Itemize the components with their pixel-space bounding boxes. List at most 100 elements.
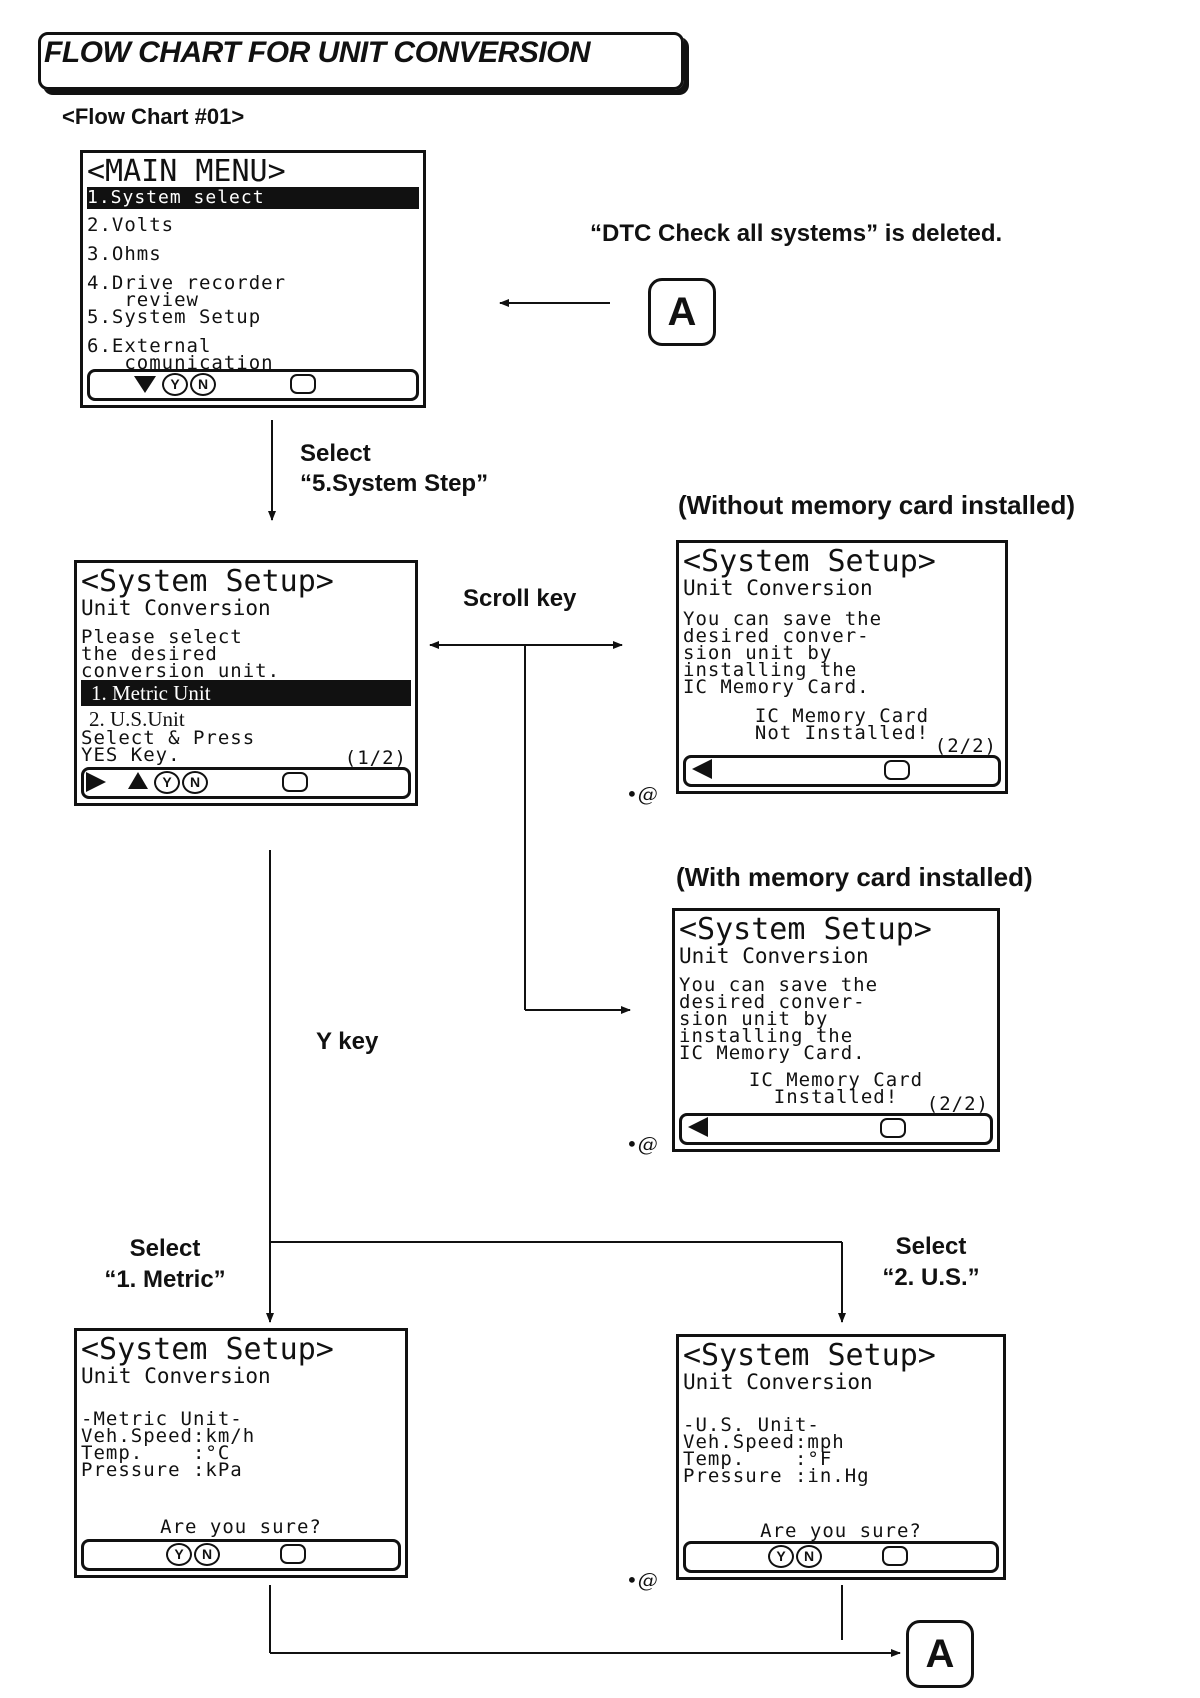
page-indicator: (1/2) — [344, 747, 407, 769]
card-line-5: IC Memory Card. — [679, 1042, 866, 1064]
metric-softkeys: Y N — [81, 1539, 401, 1571]
no-card-line-1: You can save the — [683, 608, 883, 630]
setup-prompt-3: conversion unit. — [81, 660, 281, 682]
card-line-4: installing the — [679, 1025, 854, 1047]
down-arrow-icon[interactable] — [134, 376, 156, 393]
menu-item-system-setup[interactable]: 5.System Setup — [87, 306, 262, 328]
card-subheader: Unit Conversion — [679, 944, 869, 968]
menu-item-volts[interactable]: 2.Volts — [87, 214, 175, 236]
yes-key-icon[interactable]: Y — [768, 1545, 794, 1568]
metric-confirm: Are you sure? — [160, 1516, 322, 1538]
up-arrow-icon[interactable] — [128, 772, 148, 789]
back-key-icon[interactable] — [282, 772, 308, 792]
no-card-line-2: desired conver- — [683, 625, 870, 647]
select-metric-value: “1. Metric” — [104, 1266, 226, 1293]
setup-prompt-1: Please select — [81, 626, 243, 648]
card-page-indicator: (2/2) — [926, 1093, 989, 1115]
no-card-subheader: Unit Conversion — [683, 576, 873, 600]
no-card-line-3: sion unit by — [683, 642, 833, 664]
back-key-icon[interactable] — [280, 1544, 306, 1564]
main-menu-header: <MAIN MENU> — [87, 154, 286, 189]
setup-subheader: Unit Conversion — [81, 596, 271, 620]
metric-temp: Temp. :°C — [81, 1442, 231, 1464]
us-confirm: Are you sure? — [760, 1520, 922, 1542]
us-pressure: Pressure :in.Hg — [683, 1465, 870, 1487]
yes-key-icon[interactable]: Y — [154, 771, 180, 794]
select-us-label: Select — [895, 1233, 967, 1260]
page-title: FLOW CHART FOR UNIT CONVERSION — [44, 36, 591, 69]
connector-a-top: A — [648, 278, 716, 346]
menu-item-drive-recorder-cont: review — [87, 289, 199, 311]
no-card-softkeys — [683, 755, 1001, 787]
left-arrow-icon[interactable] — [692, 759, 712, 779]
back-key-icon[interactable] — [884, 760, 910, 780]
deleted-note: “DTC Check all systems” is deleted. — [590, 220, 1003, 247]
no-card-header: <System Setup> — [683, 544, 936, 579]
no-card-page-indicator: (2/2) — [934, 735, 997, 757]
setup-footer-2: YES Key. — [81, 744, 181, 766]
card-header: <System Setup> — [679, 912, 932, 947]
card-status-2: Installed! — [773, 1086, 899, 1108]
marker-no-card: •@ — [626, 782, 658, 806]
metric-pressure: Pressure :kPa — [81, 1459, 243, 1481]
title-frame — [38, 32, 684, 90]
left-arrow-icon[interactable] — [688, 1117, 708, 1137]
main-menu-screen: <MAIN MENU> 1.System select 2.Volts 3.Oh… — [80, 150, 426, 408]
scroll-key-label: Scroll key — [463, 585, 577, 612]
no-card-status-2: Not Installed! — [754, 722, 930, 744]
no-card-line-5: IC Memory Card. — [683, 676, 870, 698]
select-us-value: “2. U.S.” — [882, 1264, 980, 1291]
card-softkeys — [679, 1113, 993, 1145]
setup-softkeys: Y N — [81, 767, 411, 799]
menu-item-drive-recorder[interactable]: 4.Drive recorder — [87, 272, 287, 294]
menu-item-system-select[interactable]: 1.System select — [87, 187, 419, 209]
us-subheader: Unit Conversion — [683, 1370, 873, 1394]
select-step-label: Select — [300, 440, 371, 467]
right-arrow-icon[interactable] — [86, 772, 106, 792]
card-line-2: desired conver- — [679, 991, 866, 1013]
no-key-icon[interactable]: N — [796, 1545, 822, 1568]
without-card-label: (Without memory card installed) — [678, 490, 1076, 520]
no-key-icon[interactable]: N — [194, 1543, 220, 1566]
select-metric-label: Select — [129, 1235, 201, 1262]
metric-subheader: Unit Conversion — [81, 1364, 271, 1388]
yes-key-icon[interactable]: Y — [162, 373, 188, 396]
setup-prompt-2: the desired — [81, 643, 218, 665]
back-key-icon[interactable] — [880, 1118, 906, 1138]
option-metric-unit[interactable]: 1. Metric Unit — [81, 680, 411, 706]
metric-speed: Veh.Speed:km/h — [81, 1425, 256, 1447]
select-step-value: “5.System Step” — [300, 470, 489, 497]
no-key-icon[interactable]: N — [190, 373, 216, 396]
menu-item-external[interactable]: 6.External — [87, 335, 212, 357]
yes-key-icon[interactable]: Y — [166, 1543, 192, 1566]
back-key-icon[interactable] — [882, 1546, 908, 1566]
setup-header: <System Setup> — [81, 564, 334, 599]
metric-screen: <System Setup> Unit Conversion -Metric U… — [74, 1328, 408, 1578]
main-menu-softkeys: Y N — [87, 369, 419, 401]
option-us-unit[interactable]: 2. U.S.Unit — [89, 707, 185, 731]
connector-a-bottom: A — [906, 1620, 974, 1688]
card-screen: <System Setup> Unit Conversion You can s… — [672, 908, 1000, 1152]
card-status-1: IC Memory Card — [748, 1069, 924, 1091]
marker-us: •@ — [626, 1568, 658, 1592]
us-header: <System Setup> — [683, 1338, 936, 1373]
setup-screen: <System Setup> Unit Conversion Please se… — [74, 560, 418, 806]
us-unit-title: -U.S. Unit- — [683, 1414, 820, 1436]
metric-unit-title: -Metric Unit- — [81, 1408, 243, 1430]
marker-card: •@ — [626, 1132, 658, 1156]
flow-chart-subtitle: <Flow Chart #01> — [62, 104, 245, 129]
no-key-icon[interactable]: N — [182, 771, 208, 794]
back-key-icon[interactable] — [290, 374, 316, 394]
us-softkeys: Y N — [683, 1541, 999, 1573]
us-screen: <System Setup> Unit Conversion -U.S. Uni… — [676, 1334, 1006, 1580]
us-temp: Temp. :°F — [683, 1448, 833, 1470]
menu-item-ohms[interactable]: 3.Ohms — [87, 243, 162, 265]
setup-footer-1: Select & Press — [81, 727, 256, 749]
menu-item-external-cont: comunication — [87, 352, 274, 374]
y-key-label: Y key — [316, 1028, 379, 1055]
no-card-screen: <System Setup> Unit Conversion You can s… — [676, 540, 1008, 794]
no-card-line-4: installing the — [683, 659, 858, 681]
no-card-status-1: IC Memory Card — [754, 705, 930, 727]
card-line-3: sion unit by — [679, 1008, 829, 1030]
